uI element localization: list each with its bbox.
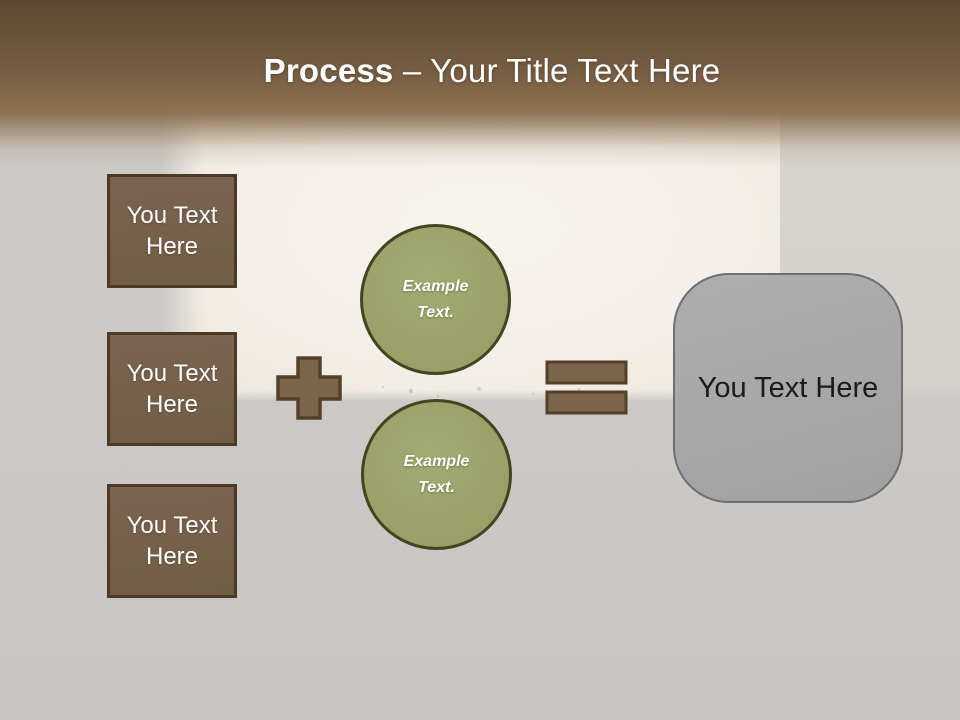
input-box-3[interactable]: You Text Here xyxy=(107,484,237,598)
plus-icon[interactable] xyxy=(276,356,342,420)
result-box[interactable]: You Text Here xyxy=(673,273,903,503)
equals-icon[interactable] xyxy=(545,360,629,416)
input-box-label: You Text Here xyxy=(126,511,218,570)
result-box-label: You Text Here xyxy=(697,371,879,404)
example-circle-label: Example Text. xyxy=(402,277,469,321)
example-circle-2[interactable]: Example Text. xyxy=(361,399,512,550)
example-circle-label: Example Text. xyxy=(403,452,470,496)
input-box-2[interactable]: You Text Here xyxy=(107,332,237,446)
header-band xyxy=(0,0,960,172)
example-circle-1[interactable]: Example Text. xyxy=(360,224,511,375)
input-box-label: You Text Here xyxy=(126,359,218,418)
input-box-1[interactable]: You Text Here xyxy=(107,174,237,288)
title-rest-part: – Your Title Text Here xyxy=(393,52,721,89)
input-box-label: You Text Here xyxy=(126,201,218,260)
wall-speckles xyxy=(382,386,384,388)
title-bold-part: Process xyxy=(263,52,394,89)
slide-title[interactable]: Process – Your Title Text Here xyxy=(12,52,960,90)
